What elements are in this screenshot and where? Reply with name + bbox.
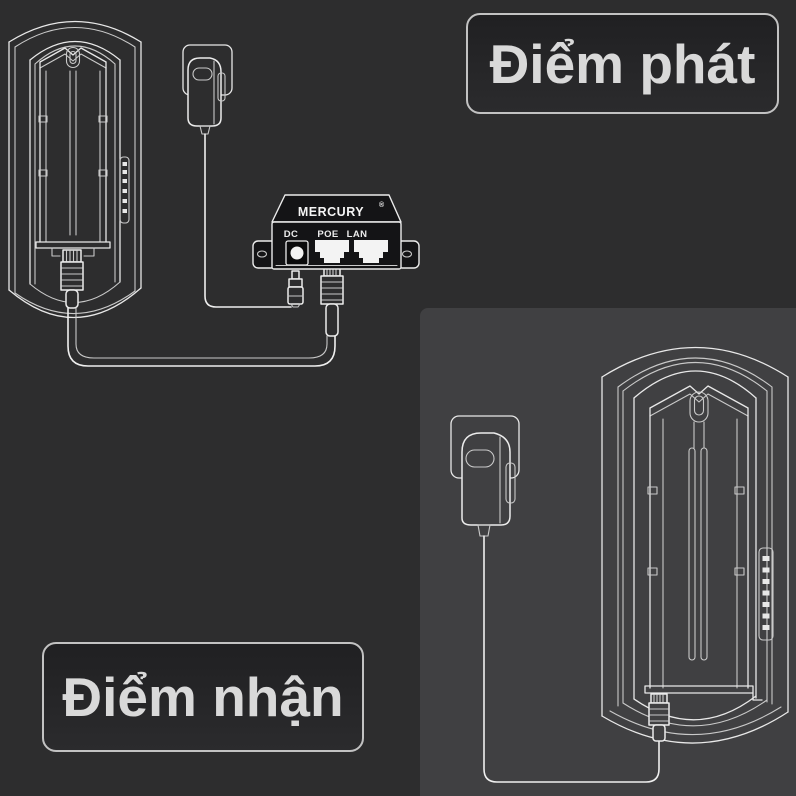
adapter-body bbox=[461, 432, 511, 526]
panel-slot bbox=[700, 447, 708, 661]
feed-slot-inner bbox=[69, 50, 77, 65]
panel-slot bbox=[688, 447, 696, 661]
transmitter-power-cord bbox=[204, 133, 292, 308]
injector-trademark: ® bbox=[379, 201, 385, 209]
poe-injector-drawing: MERCURY ® DC POE LAN bbox=[252, 194, 420, 270]
receiver-label-text: Điểm nhận bbox=[62, 666, 344, 728]
poe-port-label: POE bbox=[317, 229, 338, 240]
panel-tick bbox=[734, 486, 745, 495]
poe-port bbox=[315, 240, 349, 263]
receiver-section-background bbox=[420, 308, 796, 796]
cpe-bottom-collar bbox=[35, 241, 111, 257]
receiver-cpe-drawing bbox=[601, 346, 789, 744]
dc-port-label: DC bbox=[284, 229, 299, 240]
cpe-outer-shell bbox=[601, 346, 789, 744]
feed-slot-inner bbox=[693, 395, 705, 416]
adapter-side-tab bbox=[217, 72, 226, 102]
cpe-antenna-panel bbox=[647, 385, 749, 689]
cpe-side-port-strip bbox=[758, 547, 774, 641]
cpe-antenna-panel bbox=[38, 46, 108, 243]
panel-tick bbox=[38, 115, 48, 123]
receiver-power-cord bbox=[483, 535, 660, 783]
panel-tick bbox=[38, 169, 48, 177]
cord-strain-relief bbox=[477, 524, 491, 537]
cord-strain-relief bbox=[199, 125, 211, 135]
panel-tick bbox=[98, 115, 108, 123]
lan-port bbox=[354, 240, 388, 263]
transmitter-ethernet-plug bbox=[60, 249, 84, 309]
cpe-side-port-strip bbox=[119, 156, 130, 224]
poe-ethernet-plug bbox=[320, 265, 344, 337]
adapter-vent-slot bbox=[465, 449, 495, 468]
feed-slot-outer bbox=[65, 46, 81, 69]
transmitter-power-adapter bbox=[182, 44, 233, 135]
adapter-body bbox=[187, 57, 222, 127]
adapter-side-tab bbox=[505, 462, 516, 504]
cpe-bottom-collar bbox=[644, 685, 763, 701]
injector-brand: MERCURY bbox=[298, 205, 364, 219]
panel-tick bbox=[734, 567, 745, 576]
adapter-vent-slot bbox=[192, 67, 213, 81]
dc-port bbox=[285, 240, 309, 266]
transmitter-label: Điểm phát bbox=[466, 13, 779, 114]
transmitter-label-text: Điểm phát bbox=[489, 32, 756, 95]
feed-slot-outer bbox=[689, 391, 709, 423]
dc-plug bbox=[287, 270, 304, 308]
receiver-ethernet-plug bbox=[648, 693, 670, 742]
receiver-power-adapter bbox=[450, 415, 520, 537]
receiver-label: Điểm nhận bbox=[42, 642, 364, 752]
panel-tick bbox=[98, 169, 108, 177]
lan-port-label: LAN bbox=[347, 229, 368, 240]
panel-tick bbox=[647, 567, 658, 576]
transmitter-ethernet-cable bbox=[67, 307, 336, 367]
transmitter-cpe-drawing bbox=[8, 20, 142, 319]
panel-tick bbox=[647, 486, 658, 495]
